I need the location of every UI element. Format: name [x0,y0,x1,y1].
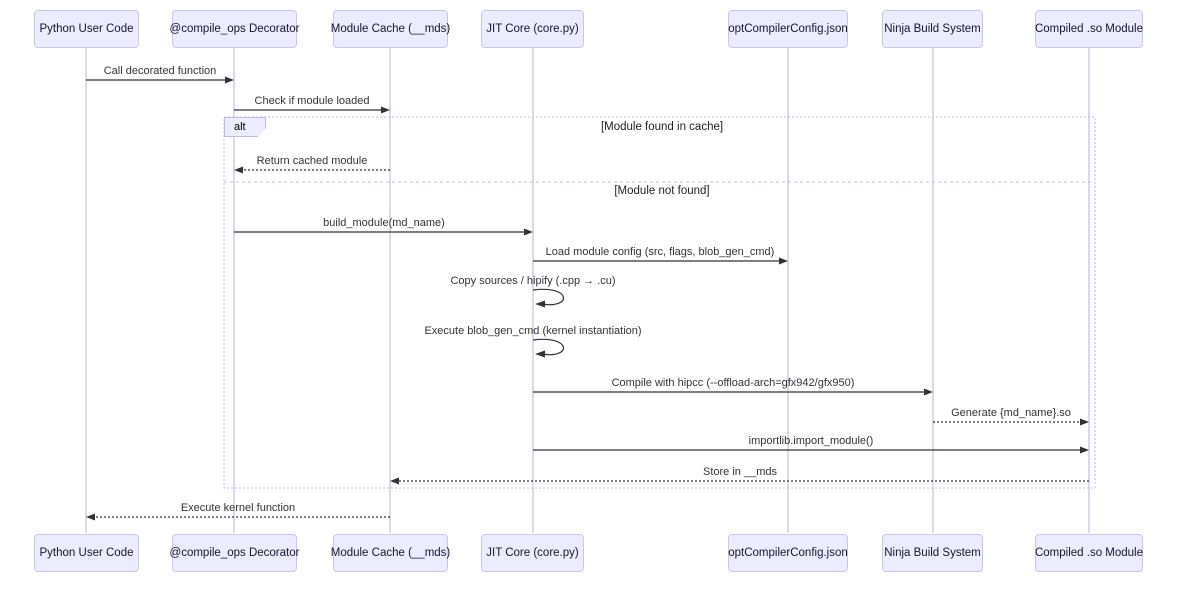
actor-top-python-user-code: Python User Code [34,10,139,48]
arrowhead [390,477,399,485]
actor-label: Module Cache (__mds) [330,23,451,35]
message-label-copy-sources-hipify: Copy sources / hipify (.cpp → .cu) [450,275,616,287]
actor-label: JIT Core (core.py) [486,23,579,35]
actor-label: Compiled .so Module [1034,23,1144,35]
arrowhead [1080,446,1089,454]
arrowhead [535,350,545,358]
arrowhead [779,257,788,265]
actor-bottom-module-cache: Module Cache (__mds) [330,534,451,572]
arrowhead [86,513,95,521]
message-label-compile-with-hipcc: Compile with hipcc (--offload-arch=gfx94… [611,377,855,389]
actor-label: JIT Core (core.py) [486,547,579,559]
arrowhead [924,388,933,396]
arrowhead [535,300,545,308]
actor-label: optCompilerConfig.json [728,547,848,559]
actor-label: @compile_ops Decorator [169,547,300,559]
alt-frame-border [223,116,1096,489]
message-label-execute-kernel-function: Execute kernel function [180,502,296,514]
alt-condition-found: [Module found in cache] [600,121,724,133]
actor-bottom-opt-compiler-config: optCompilerConfig.json [728,534,848,572]
message-label-importlib-import-module: importlib.import_module() [748,435,874,447]
actor-label: Compiled .so Module [1034,547,1144,559]
actor-label: Ninja Build System [884,23,981,35]
arrowhead [1080,418,1089,426]
actor-top-compile-ops-decorator: @compile_ops Decorator [169,10,300,48]
actor-top-jit-core: JIT Core (core.py) [481,10,584,48]
actor-bottom-compile-ops-decorator: @compile_ops Decorator [169,534,300,572]
selfloop-copy-sources-hipify [532,288,564,306]
message-label-execute-blob-gen-cmd: Execute blob_gen_cmd (kernel instantiati… [424,325,642,337]
actor-label: @compile_ops Decorator [169,23,300,35]
actor-top-ninja-build-system: Ninja Build System [882,10,983,48]
message-label-build-module: build_module(md_name) [323,217,445,229]
actor-top-compiled-so-module: Compiled .so Module [1035,10,1143,48]
message-label-return-cached-module: Return cached module [256,155,368,167]
actor-bottom-python-user-code: Python User Code [34,534,139,572]
actor-bottom-compiled-so-module: Compiled .so Module [1035,534,1143,572]
message-label-store-in-mds: Store in __mds [703,466,777,478]
actor-label: Python User Code [39,547,134,559]
message-label-load-module-config: Load module config (src, flags, blob_gen… [545,246,775,258]
actor-label: Python User Code [39,23,134,35]
arrowhead [234,166,243,174]
message-label-check-if-module-loaded: Check if module loaded [254,95,370,107]
arrowhead [524,228,533,236]
alt-label: alt [234,121,246,133]
arrowhead [381,106,390,114]
actor-label: Ninja Build System [884,547,981,559]
actor-label: Module Cache (__mds) [330,547,451,559]
alt-label-tab: alt [224,117,266,137]
actor-bottom-ninja-build-system: Ninja Build System [882,534,983,572]
message-arrows [86,76,1089,521]
actor-label: optCompilerConfig.json [728,23,848,35]
alt-condition-not-found: [Module not found] [614,185,710,197]
actor-bottom-jit-core: JIT Core (core.py) [481,534,584,572]
arrowhead [225,76,234,84]
message-label-generate-so: Generate {md_name}.so [951,407,1071,419]
selfloop-execute-blob-gen-cmd [532,338,564,356]
alt-frame [223,116,1096,489]
actor-top-module-cache: Module Cache (__mds) [330,10,451,48]
message-label-call-decorated-function: Call decorated function [103,65,217,77]
actor-top-opt-compiler-config: optCompilerConfig.json [728,10,848,48]
